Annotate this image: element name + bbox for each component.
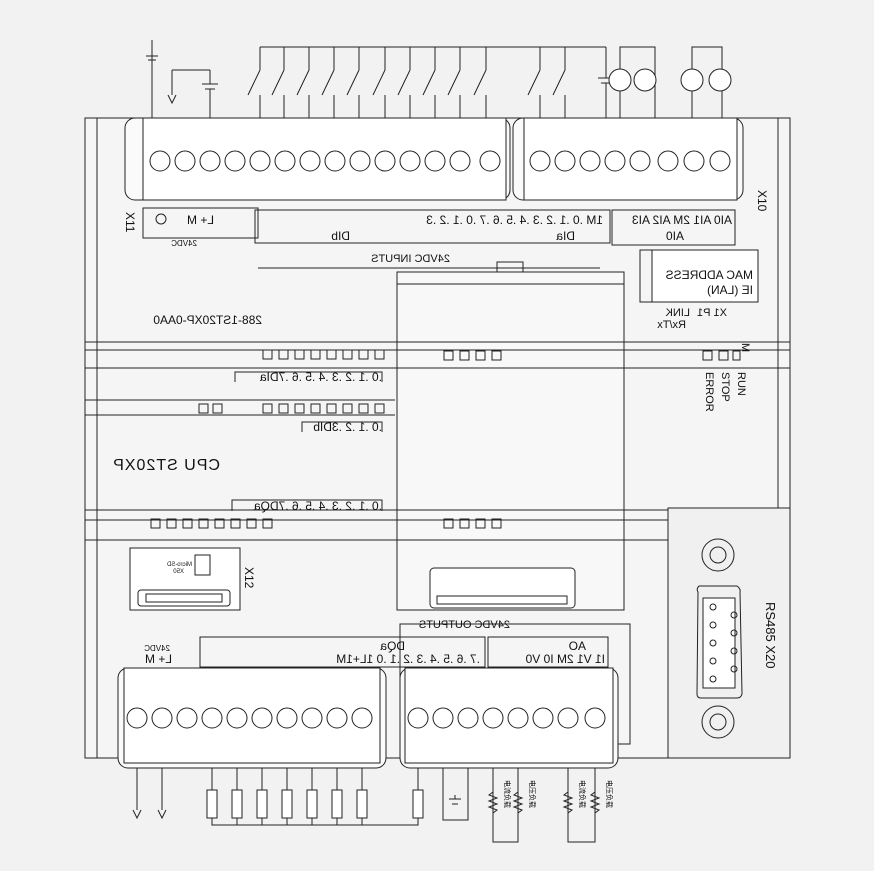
mac-line2: IE (LAN) [707,283,753,297]
output-led-row [150,518,273,529]
inputs-title: 24VDC INPUTS [371,253,450,265]
port-label: X1 P1 [697,307,727,319]
rxtx-label: Rx/Tx [657,319,686,331]
expansion-connector [429,567,576,609]
load-label-2: 电压负载 [528,780,537,808]
center-module [396,271,625,611]
order-number: 288-1ST20XP-0AA0 [153,313,262,327]
status-run: RUN [735,372,747,396]
outputs-title: 24VDC OUTPUTS [419,619,510,631]
input-group-a: DIa [556,229,575,243]
top-left-screws [149,150,501,172]
analog-out-group: AO [569,639,586,653]
input-terminals: 1M .0 .1 .2 .3 .4 .5 .6 .7 .0 .1 .2 .3 [426,213,603,227]
load-label-1: 电流负载 [503,780,512,808]
model-label: CPU ST20XP [112,457,220,474]
bottom-left-screws [126,707,373,729]
input-group-b: DIb [331,229,350,243]
sd-label: X12 [242,567,256,589]
link-label: LINK [665,307,690,319]
load-label-3: 电流负载 [578,780,587,808]
analog-in-terminals: AI0 AI1 2M AI2 AI3 [632,213,732,227]
load-label-4: 电压负载 [605,780,614,808]
out-power-voltage: 24VDC [144,644,170,653]
serial-label: RS485 X20 [763,602,778,669]
dib-row: .0 .1 .2 .3DIb [313,420,382,434]
mac-line1: MAC ADDRESS [666,268,753,282]
status-stop: STOP [719,372,731,402]
analog-out-terminals: I1 V1 2M I0 V0 [525,652,605,666]
center-led-row-top [443,350,502,361]
status-leds [702,350,741,361]
out-power-terminals: L+ M [145,652,172,666]
sd-text1: Micro-SD [166,562,192,568]
output-group: DQa [380,639,405,653]
output-terminals: .7 .6 .5 .4 .3 .2 .1 .0 1L+1M [336,652,480,666]
power-terminals: L+ M [187,213,214,227]
bottom-wiring [132,768,601,843]
top-wiring [146,40,732,118]
analog-conn-label: X10 [755,190,769,212]
input-led-row-a [262,349,385,360]
dia-row: .0 .1 .2 .3 .4 .5 .6 .7DIa [260,370,382,384]
top-right-screws [529,150,731,172]
dqa-row: .0 .1 .2 .3 .4 .5 .6 .7DQa [254,499,382,513]
bottom-right-screws [407,707,606,729]
power-conn-label: X11 [123,212,137,233]
power-voltage: 24VDC [171,239,197,248]
status-error: ERROR [703,372,715,412]
analog-in-group: AI0 [666,229,684,243]
db9-connector [696,538,743,739]
input-led-row-b [198,403,385,414]
status-m: M [739,343,751,352]
sd-text2: X50 [173,569,184,575]
center-led-row-bottom [443,518,502,529]
